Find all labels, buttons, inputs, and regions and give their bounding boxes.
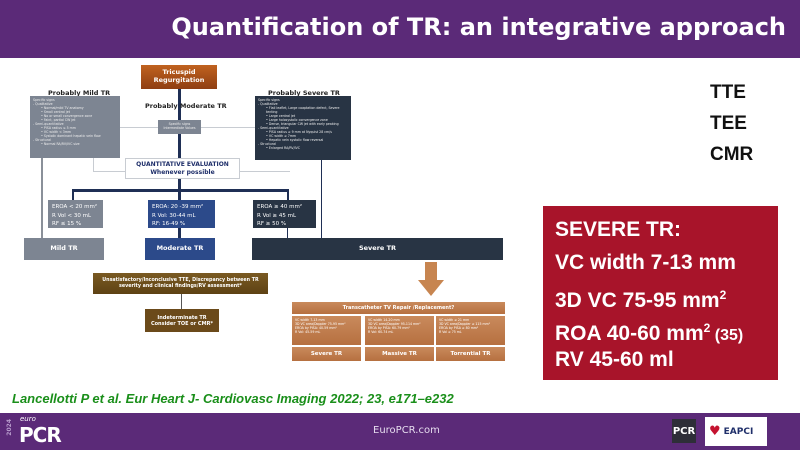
footer-url[interactable]: EuroPCR.com bbox=[373, 425, 440, 436]
connector bbox=[181, 294, 182, 309]
connector bbox=[240, 171, 290, 172]
severe-tr-summary-box: SEVERE TR: VC width 7-13 mm 3D VC 75-95 … bbox=[543, 206, 778, 380]
criterion: VC width ≥ 21 mm bbox=[439, 318, 470, 322]
slide-title: Quantification of TR: an integrative app… bbox=[171, 13, 786, 41]
grade-label: Massive TR bbox=[365, 347, 434, 361]
criterion: R Vol ≥ 75 mL bbox=[439, 330, 462, 334]
connector bbox=[72, 189, 74, 201]
severe-line: VC width 7-13 mm bbox=[555, 250, 736, 274]
criterion: EROA by PISA ≥ 80 mm² bbox=[439, 326, 479, 330]
pcr-logo: PCR bbox=[672, 419, 696, 443]
connector bbox=[321, 160, 322, 238]
criterion: 3D VC area/Doppler 95-114 mm² bbox=[368, 322, 421, 326]
severe-line: RV 45-60 ml bbox=[555, 348, 674, 371]
grade-label: Torrential TR bbox=[436, 347, 505, 361]
transcatheter-header: Transcatheter TV Repair /Replacement? bbox=[292, 302, 505, 314]
footer-bar: 2024 euro PCR EuroPCR.com PCR ♥ EAPCI bbox=[0, 413, 800, 450]
discrepancy-box: Unsatisfactory/Inconclusive TTE, Discrep… bbox=[93, 273, 268, 294]
probably-moderate-label: Probably Moderate TR bbox=[145, 102, 227, 110]
connector bbox=[287, 228, 288, 238]
severe-line: 3D VC 75-95 mm2 bbox=[555, 288, 727, 312]
severe-line: ROA 40-60 mm2 (35) bbox=[555, 320, 744, 345]
connector bbox=[72, 189, 289, 192]
europcr-logo: PCR bbox=[19, 423, 62, 447]
connector bbox=[93, 171, 125, 172]
down-arrow-icon bbox=[418, 262, 444, 296]
logo-euro: euro bbox=[20, 415, 36, 423]
criterion: R Vol: 60-74 mL bbox=[368, 330, 394, 334]
mild-tr-result: Mild TR bbox=[24, 238, 104, 260]
criterion: VC width 14-20 mm bbox=[368, 318, 400, 322]
eapci-logo: ♥ EAPCI bbox=[705, 417, 767, 446]
modality-cmr: CMR bbox=[710, 144, 754, 165]
severe-heading: SEVERE TR: bbox=[555, 218, 682, 241]
footer-year: 2024 bbox=[6, 419, 13, 436]
criterion: EROA by PISA: 40-59 mm² bbox=[295, 326, 337, 330]
criterion: R Vol: 45-59 mL bbox=[295, 330, 321, 334]
severe-tr-result: Severe TR bbox=[252, 238, 503, 260]
moderate-tr-result: Moderate TR bbox=[145, 238, 215, 260]
connector bbox=[41, 158, 43, 238]
severe-signs-box: Specific signs- Qualitative• Flail leafl… bbox=[255, 96, 351, 160]
citation: Lancellotti P et al. Eur Heart J- Cardio… bbox=[12, 391, 454, 406]
connector bbox=[93, 158, 94, 172]
heart-icon: ♥ bbox=[709, 424, 721, 439]
probably-mild-label: Probably Mild TR bbox=[48, 89, 111, 97]
criterion: VC width 7-13 mm bbox=[295, 318, 325, 322]
grade-label: Severe TR bbox=[292, 347, 361, 361]
tricuspid-regurgitation-box: Tricuspid Regurgitation bbox=[141, 65, 217, 89]
connector bbox=[287, 189, 289, 201]
modality-tee: TEE bbox=[710, 113, 747, 134]
header-bar: Quantification of TR: an integrative app… bbox=[0, 0, 800, 58]
probably-severe-label: Probably Severe TR bbox=[268, 89, 340, 97]
mild-signs-box: Specific signs- Qualitative• Normal/mild… bbox=[30, 96, 120, 158]
criterion: 3D VC area/Doppler ≥ 115 mm² bbox=[439, 322, 490, 326]
modality-tte: TTE bbox=[710, 82, 746, 103]
criterion: 3D VC area/Doppler 75-95 mm² bbox=[295, 322, 346, 326]
criterion: EROA by PISA: 60-79 mm² bbox=[368, 326, 410, 330]
